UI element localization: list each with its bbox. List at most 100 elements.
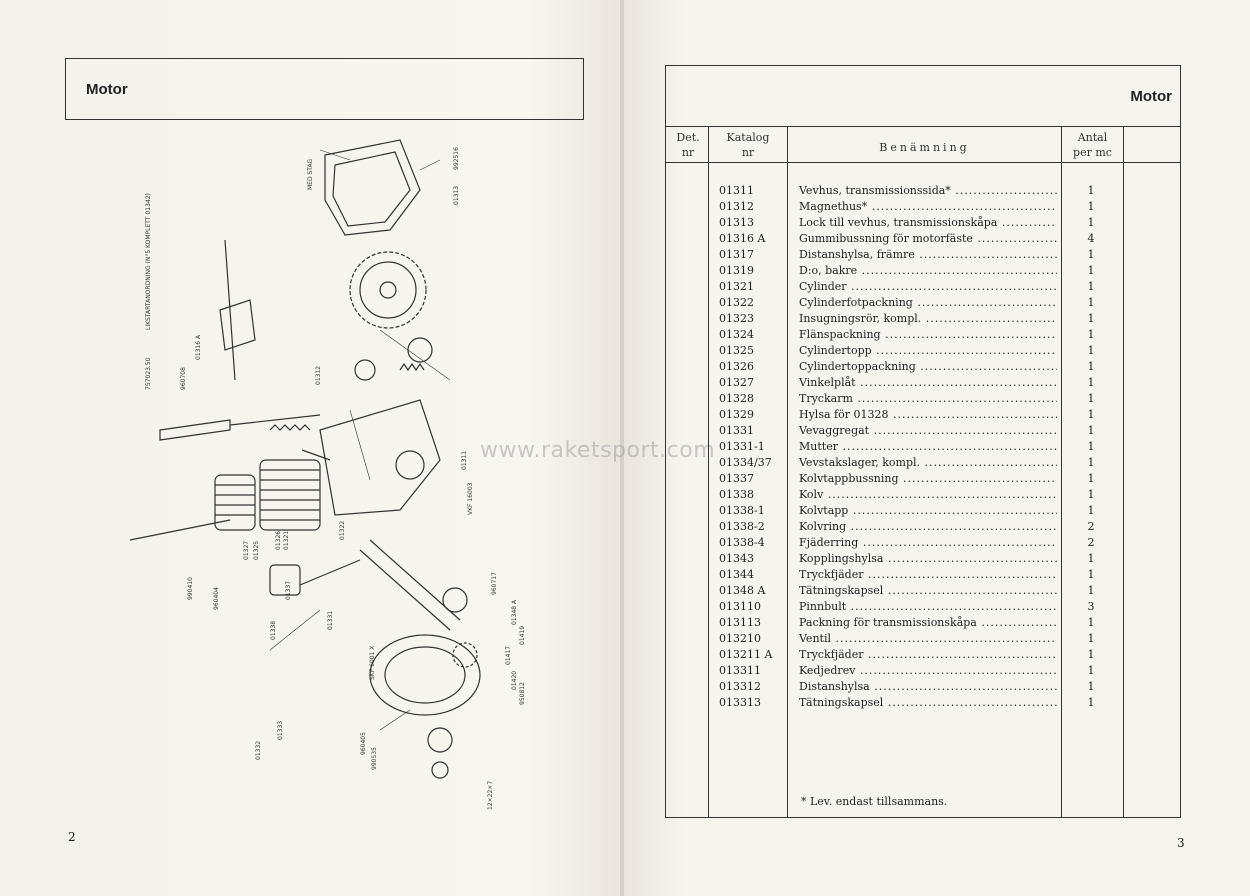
table-row: 01338-4Fjäderring2	[666, 535, 1180, 551]
diagram-label: 960404	[213, 587, 220, 610]
spring-2	[399, 362, 425, 372]
row-kat: 013211 A	[719, 648, 773, 661]
col-head-katalog-line2: nr	[741, 146, 755, 159]
diagram-label: 12×22×7	[487, 781, 494, 810]
row-ant: 1	[1087, 392, 1095, 405]
diagram-label: 01337	[285, 581, 292, 600]
row-ant: 1	[1087, 472, 1095, 485]
footnote: * Lev. endast tillsammans.	[801, 795, 948, 808]
transmission-cover	[324, 139, 421, 236]
table-row: 01331-1Mutter1	[666, 439, 1180, 455]
row-ant: 4	[1087, 232, 1095, 245]
row-kat: 01322	[719, 296, 754, 309]
row-kat: 01328	[719, 392, 754, 405]
row-kat: 01311	[719, 184, 754, 197]
row-kat: 01331-1	[719, 440, 765, 453]
left-header-box: Motor	[65, 58, 584, 120]
row-ben: Kedjedrev	[799, 663, 1057, 679]
row-ant: 1	[1087, 680, 1095, 693]
row-ben: Flänspackning	[799, 327, 1057, 343]
diagram-label: 01420	[511, 671, 518, 690]
table-row: 013312 Distanshylsa 1	[666, 679, 1180, 695]
row-kat: 013312	[719, 680, 761, 693]
row-ant: 1	[1087, 440, 1095, 453]
diagram-label: 01316 A	[195, 334, 202, 360]
diagram-label: 01417	[505, 646, 512, 665]
row-ant: 1	[1087, 504, 1095, 517]
row-kat: 01323	[719, 312, 754, 325]
table-row: 01338Kolv1	[666, 487, 1180, 503]
table-row: 01326Cylindertoppackning1	[666, 359, 1180, 375]
row-ant: 2	[1087, 520, 1095, 533]
transmission-cover-inner	[332, 151, 411, 227]
row-ben: Packning för transmissionskåpa	[799, 615, 1057, 631]
row-kat: 01338-2	[719, 520, 765, 533]
row-ben: Tryckfjäder	[799, 647, 1057, 663]
kickstart-shaft	[229, 414, 321, 426]
diagram-label: 01348 A	[511, 599, 518, 625]
col-head-det-line1: Det.	[676, 131, 700, 144]
diagram-label: 01312	[315, 366, 322, 385]
row-kat: 013210	[719, 632, 761, 645]
diagram-label: 01321	[283, 531, 290, 550]
table-row: 01331Vevaggregat1	[666, 423, 1180, 439]
parts-table: Motor Det. nr Katalog nr Benämning Antal…	[665, 65, 1181, 818]
table-row: 01338-2 Kolvring 2	[666, 519, 1180, 535]
row-kat: 01331	[719, 424, 754, 437]
small-sprocket	[452, 642, 478, 668]
diagram-label: 950812	[519, 682, 526, 705]
row-ben: D:o, bakre	[799, 263, 1057, 279]
large-sprocket	[349, 251, 427, 329]
motor-mount	[219, 299, 256, 351]
row-ant: 1	[1087, 664, 1095, 677]
diagram-label: 990410	[187, 577, 194, 600]
row-ben: Kolvring	[799, 519, 1057, 535]
diagram-label: 960405	[360, 732, 367, 755]
row-ben: Vinkelplåt	[799, 375, 1057, 391]
row-kat: 01325	[719, 344, 754, 357]
row-ant: 1	[1087, 648, 1095, 661]
right-page-number: 3	[1177, 836, 1185, 850]
table-row: 01338-1Kolvtapp1	[666, 503, 1180, 519]
bearing-3	[431, 761, 449, 779]
col-head-det-line2: nr	[681, 146, 695, 159]
row-ant: 1	[1087, 328, 1095, 341]
row-kat: 01313	[719, 216, 754, 229]
cylinder-head	[214, 474, 256, 531]
row-ant: 1	[1087, 344, 1095, 357]
row-ben: Insugningsrör, kompl.	[799, 311, 1057, 327]
table-row: 01343Kopplingshylsa1	[666, 551, 1180, 567]
row-ant: 1	[1087, 568, 1095, 581]
row-ben: Tätningskapsel	[799, 695, 1057, 711]
piston	[269, 564, 301, 596]
clutch-cable	[129, 519, 231, 541]
row-ant: 1	[1087, 216, 1095, 229]
exploded-engine-diagram: LIKSTARTANORDNING (N°5 KOMPLETT 01342) 7…	[129, 139, 526, 810]
left-page	[0, 0, 622, 896]
row-ant: 3	[1087, 600, 1095, 613]
row-ben: Distanshylsa	[799, 679, 1057, 695]
row-kat: 01338	[719, 488, 754, 501]
row-kat: 01338-4	[719, 536, 765, 549]
magnet-housing-inner	[384, 646, 466, 704]
diagram-label: 01326	[275, 531, 282, 550]
row-kat: 01317	[719, 248, 754, 261]
row-ant: 1	[1087, 632, 1095, 645]
diagram-label: LIKSTARTANORDNING (N°5 KOMPLETT 01342)	[145, 193, 152, 330]
row-ben: Tryckfjäder	[799, 567, 1057, 583]
diagram-label: 990535	[371, 747, 378, 770]
diagram-label: 01325	[253, 541, 260, 560]
row-ant: 1	[1087, 264, 1095, 277]
row-kat: 01326	[719, 360, 754, 373]
row-ant: 1	[1087, 360, 1095, 373]
row-kat: 01321	[719, 280, 754, 293]
bearing-2	[427, 727, 453, 753]
row-kat: 013110	[719, 600, 761, 613]
row-ben: Cylinderfotpackning	[799, 295, 1057, 311]
col-head-antal: Antal per mc	[1062, 130, 1123, 160]
row-ben: Vevstakslager, kompl.	[799, 455, 1057, 471]
